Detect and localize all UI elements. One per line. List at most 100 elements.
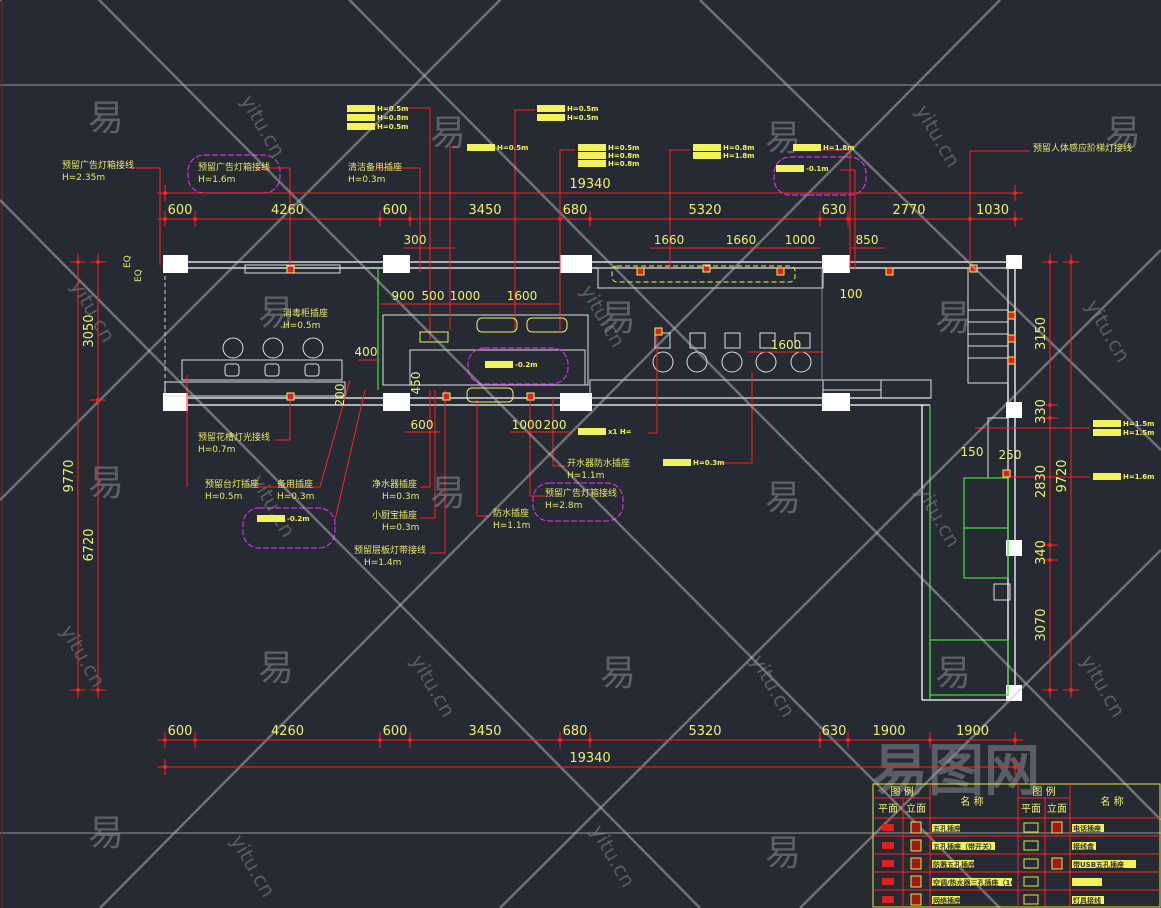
bottom-dimension: 5320 [688,724,721,739]
top-dimension: 4260 [271,203,304,218]
small-label: H=0.8m [608,160,639,168]
annotation-height: H=0.3m [382,492,419,502]
furniture [164,264,1011,601]
watermark-glyph: 易 [935,653,971,694]
watermark-line [0,199,701,908]
watermark-line [347,0,1161,821]
legend-elev-symbol [910,839,922,852]
highlighted-label-bar [693,152,721,159]
right-dimension: 3150 [1034,317,1049,350]
highlighted-label-bar [347,123,375,130]
highlighted-label-bar [1093,420,1121,427]
small-label: x1 H= [608,428,632,436]
bottom-dimension: 3450 [468,724,501,739]
small-label: H=0.5m [608,144,639,152]
annotation-height: H=1.6m [198,175,235,185]
highlighted-label-bar [578,144,606,151]
small-label: H=1.5m [1123,429,1154,437]
bottom-dimension: 680 [563,724,588,739]
legend-plan-symbol [882,878,894,885]
annotation-height: H=1.1m [493,521,530,531]
highlighted-label-bar [578,152,606,159]
inner-dimension: 1600 [771,338,802,352]
top-dimension: 600 [383,203,408,218]
inner-dimension: 850 [856,233,879,247]
legend-plan-symbol [1023,894,1039,905]
inner-dimension: 600 [411,418,434,432]
legend-header-plan: 平面 [1021,804,1041,815]
watermark-glyph: 易 [1105,113,1141,154]
bottom-dimension: 1900 [956,724,989,739]
annotation-height: H=0.3m [348,175,385,185]
annotation-label: 预留广告灯箱接线 [198,161,270,173]
legend-item-name: 防溅五孔插座 [933,860,975,869]
watermark-glyph: 易 [430,473,466,514]
small-label: H=1.6m [1123,473,1154,481]
legend-plan-symbol [882,824,894,831]
inner-dimension: 1660 [654,233,685,247]
highlighted-label-bar [1093,473,1121,480]
top-dimension: 630 [822,203,847,218]
watermark-line [99,0,1001,908]
annotation-label: 预留台灯插座 [205,478,259,490]
highlighted-label-bar [347,114,375,121]
legend-plan-symbol [1023,822,1039,833]
watermark-site: yitu.cn [226,831,281,902]
annotation-height: H=1.4m [364,558,401,568]
small-label: H=0.5m [497,144,528,152]
legend-item-name: 接线盒 [1073,842,1095,851]
small-label: -0.2m [515,361,538,369]
legend-table: 图 例图 例平面立面平面立面名 称名 称五孔插座电话插座五孔插座（带开关）接线盒… [872,783,1161,908]
inner-dimension: 1600 [507,289,538,303]
watermark-glyph: 易 [88,98,124,139]
small-label: H=1.5m [1123,420,1154,428]
bottom-dimension: 600 [383,724,408,739]
top-dimension: 5320 [688,203,721,218]
watermark-site: yitu.cn [236,91,291,162]
legend-header-name: 名 称 [1100,795,1123,808]
eq-label: EQ [123,255,133,268]
watermark-line [799,549,1161,908]
annotation-label: 备用插座 [277,478,313,490]
left-total-dimension: 9770 [62,459,77,492]
legend-plan-symbol [882,860,894,867]
small-label: H=1.8m [823,144,854,152]
bottom-dimension: 630 [822,724,847,739]
watermark-glyph: 易 [935,298,971,339]
highlighted-label-bar [693,144,721,151]
columns [163,255,1022,701]
right-dimension: 340 [1034,540,1049,565]
legend-item-name: 五孔插座 [933,824,961,833]
annotation-label: 预留花槽灯光接线 [198,431,270,443]
highlighted-label-bar [793,144,821,151]
highlighted-label-bar [537,105,565,112]
highlighted-label-bar [485,361,513,368]
legend-elev-symbol [910,821,922,834]
small-label: H=0.5m [567,105,598,113]
inner-dimension: 400 [355,345,378,359]
watermark-glyph: 易 [600,653,636,694]
annotation-label: 防水插座 [493,507,529,519]
inner-dimension: 1000 [512,418,543,432]
annotation-height: H=0.3m [382,523,419,533]
legend-header-group: 图 例 [1032,785,1055,798]
annotation-label: 消毒柜插座 [283,307,328,319]
watermark-site: yitu.cn [746,651,801,722]
top-dimension: 3450 [468,203,501,218]
annotation-label: 预留广告灯箱接线 [545,487,617,499]
watermark-glyph: 易 [600,298,636,339]
legend-item-name: 五孔插座（带开关） [933,842,996,851]
annotation-height: H=0.5m [283,321,320,331]
inner-dimension: 1660 [726,233,757,247]
eq-label: EQ [134,269,144,282]
right-total-dimension: 9720 [1055,459,1070,492]
annotation-label: 清洁备用插座 [348,161,402,173]
bottom-dimension: 600 [168,724,193,739]
small-label: H=1.8m [723,152,754,160]
legend-label-bar [1072,842,1096,850]
highlighted-label-bar [776,165,804,172]
legend-elev-symbol [1051,857,1063,870]
